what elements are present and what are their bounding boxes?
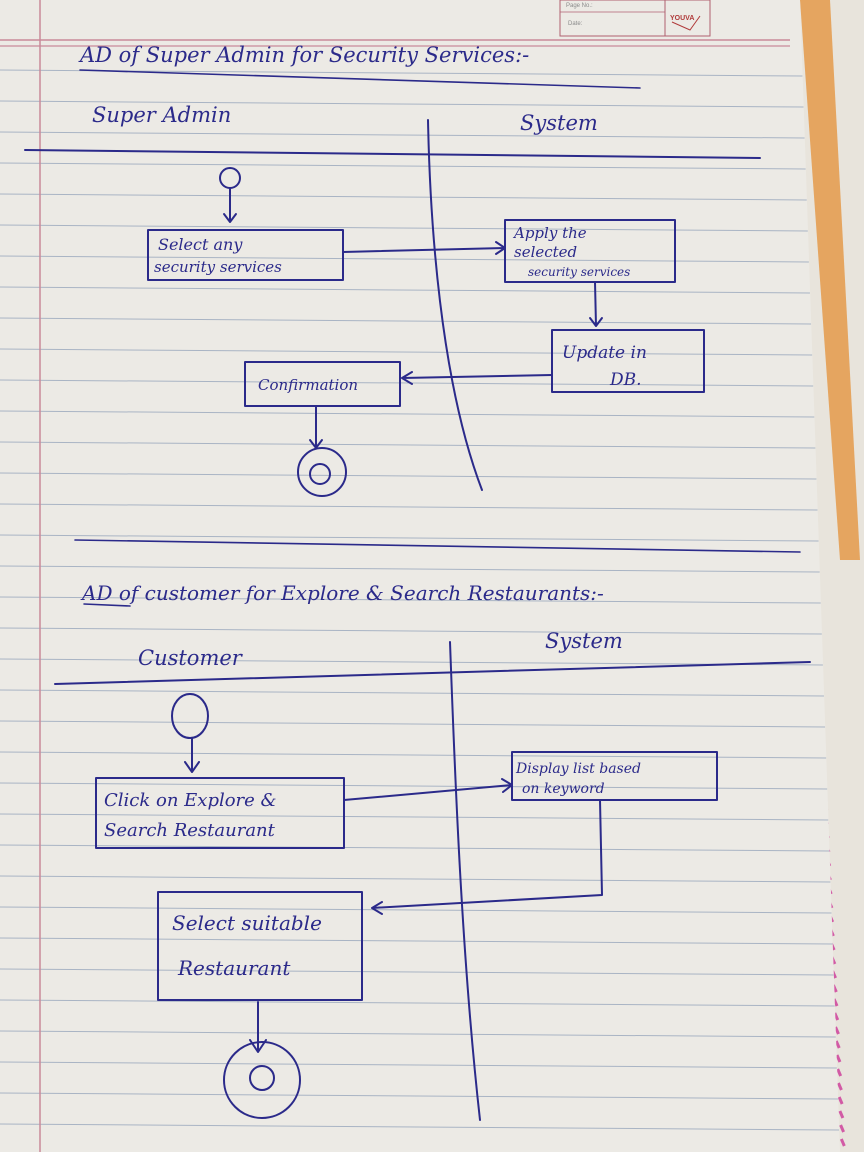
node-click-line2: Search Restaurant bbox=[104, 820, 276, 841]
ruled-line bbox=[0, 875, 831, 883]
node-apply-line1: Apply the bbox=[512, 224, 587, 242]
diagram2-title: AD of customer for Explore & Search Rest… bbox=[80, 581, 604, 605]
edge-mark bbox=[839, 1138, 846, 1147]
date-label: Date: bbox=[568, 21, 583, 27]
ruled-line bbox=[0, 751, 827, 759]
node-select-restaurant-line1: Select suitable bbox=[172, 911, 322, 935]
ruled-line bbox=[0, 906, 832, 914]
ruled-line bbox=[0, 441, 816, 449]
ruled-line bbox=[0, 1092, 838, 1100]
final-node-inner-2 bbox=[249, 1065, 275, 1091]
swimlane-header-line-2 bbox=[54, 661, 811, 685]
orange-divider bbox=[800, 0, 860, 560]
node-select-restaurant bbox=[157, 891, 363, 1001]
ruled-line bbox=[0, 410, 815, 418]
node-confirmation-label: Confirmation bbox=[258, 376, 358, 394]
node-update-line2: DB. bbox=[609, 370, 642, 390]
edge-mark bbox=[835, 1054, 842, 1063]
edge-mark bbox=[837, 1082, 843, 1091]
page-no-label: Page No.: bbox=[566, 3, 593, 9]
ruled-line bbox=[0, 286, 810, 294]
edge-mark bbox=[839, 1124, 845, 1133]
node-display-line1: Display list based bbox=[515, 761, 641, 777]
node-apply-line3: security services bbox=[528, 265, 630, 279]
ruled-line bbox=[0, 1030, 836, 1038]
ruled-line bbox=[0, 1123, 840, 1131]
node-click-line1: Click on Explore & bbox=[104, 790, 277, 811]
ruled-line bbox=[0, 379, 814, 387]
node-display-list bbox=[511, 751, 718, 801]
swimlane-divider-1 bbox=[427, 119, 483, 491]
node-update-line1: Update in bbox=[562, 343, 647, 363]
lane-system-2: System bbox=[545, 629, 623, 653]
node-select-security-services bbox=[147, 229, 344, 281]
final-node-outer-1 bbox=[297, 447, 347, 497]
ruled-line bbox=[0, 782, 828, 790]
final-node-outer-2 bbox=[223, 1041, 301, 1119]
node-apply-selected-services bbox=[504, 219, 676, 283]
ruled-line bbox=[0, 503, 818, 511]
ruled-line bbox=[0, 224, 808, 232]
ruled-line bbox=[0, 813, 829, 821]
page-header-box: Page No.: Date: YOUVA bbox=[559, 0, 711, 37]
ruled-line bbox=[0, 162, 806, 170]
ruled-line bbox=[0, 472, 817, 480]
diagram2-title-underline bbox=[83, 603, 131, 607]
ruled-line bbox=[0, 999, 835, 1007]
edge-mark bbox=[838, 1110, 845, 1119]
node-update-db bbox=[551, 329, 705, 393]
ruled-line bbox=[0, 317, 812, 325]
arrow-start-to-click bbox=[184, 737, 200, 773]
edge-mark bbox=[837, 1096, 844, 1105]
node-select-restaurant-line2: Restaurant bbox=[177, 956, 291, 980]
ruled-line bbox=[0, 844, 830, 852]
ruled-line bbox=[0, 689, 824, 697]
ruled-line bbox=[0, 100, 804, 108]
edge-mark bbox=[833, 1012, 840, 1021]
final-node-inner-1 bbox=[309, 463, 331, 485]
section-separator bbox=[74, 539, 801, 553]
swimlane-header-line-1 bbox=[24, 149, 761, 159]
edge-mark bbox=[834, 1040, 841, 1049]
ruled-line bbox=[0, 348, 813, 356]
brand-logo-text: YOUVA bbox=[670, 15, 694, 22]
ruled-line bbox=[0, 658, 823, 666]
node-select-line2: security services bbox=[154, 258, 282, 276]
ruled-line bbox=[0, 720, 826, 728]
lane-customer: Customer bbox=[138, 646, 244, 670]
swimlane-divider-2 bbox=[449, 641, 481, 1121]
edge-mark bbox=[836, 1068, 843, 1077]
lane-super-admin: Super Admin bbox=[92, 103, 231, 127]
diagram1-title: AD of Super Admin for Security Services:… bbox=[78, 43, 529, 67]
lane-system-1: System bbox=[520, 111, 598, 135]
node-display-line2: on keyword bbox=[522, 781, 605, 797]
brand-swoosh bbox=[671, 15, 701, 31]
ruled-line bbox=[0, 968, 834, 976]
node-confirmation bbox=[244, 361, 401, 407]
initial-node-2 bbox=[171, 693, 209, 739]
notebook-page bbox=[0, 0, 840, 1152]
arrow-start-to-select bbox=[223, 187, 237, 223]
ruled-line bbox=[0, 937, 833, 945]
ruled-line bbox=[0, 131, 805, 139]
ruled-line bbox=[0, 565, 820, 573]
arrow-update-to-confirmation bbox=[401, 371, 553, 385]
diagram1-title-underline bbox=[79, 69, 641, 89]
node-apply-line2: selected bbox=[514, 243, 577, 261]
node-click-explore-search bbox=[95, 777, 345, 849]
edge-mark bbox=[834, 1026, 840, 1035]
arrow-display-to-select bbox=[371, 799, 603, 915]
ruled-line bbox=[0, 1061, 837, 1069]
ruled-line bbox=[0, 534, 819, 542]
arrow-apply-to-update bbox=[589, 281, 603, 327]
node-select-line1: Select any bbox=[158, 235, 243, 254]
ruled-line bbox=[0, 596, 821, 604]
ruled-line bbox=[0, 627, 822, 635]
ruled-line bbox=[0, 193, 807, 201]
